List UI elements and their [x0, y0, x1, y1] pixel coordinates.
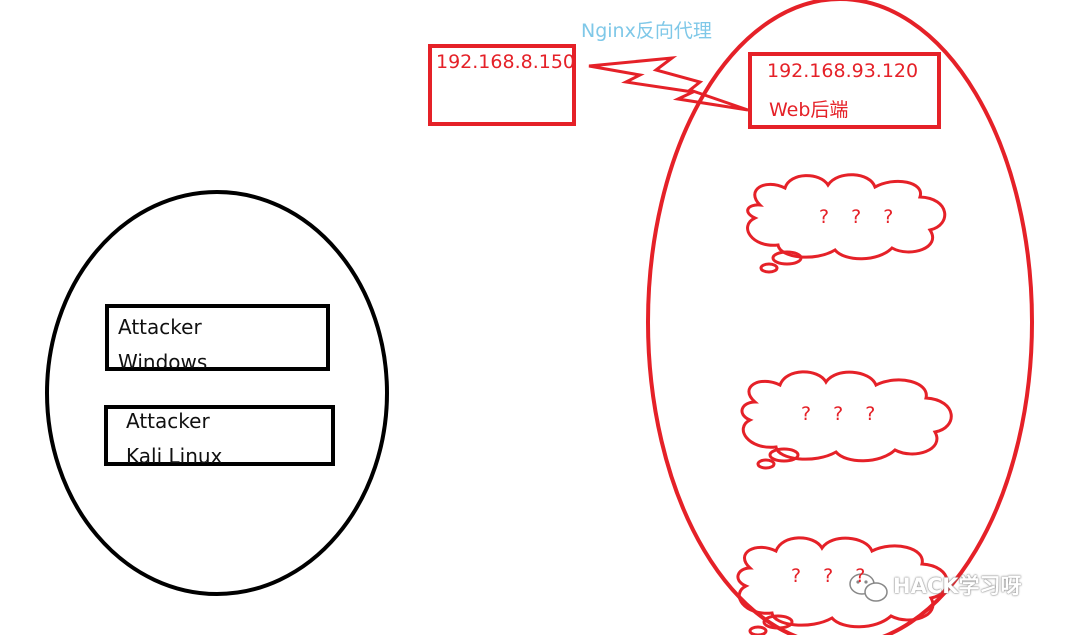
lightning-connector	[588, 55, 749, 112]
proxy-box	[428, 44, 576, 126]
proxy-caption: Nginx反向代理	[581, 20, 712, 42]
unknown-host-cloud-3	[736, 536, 949, 635]
backend-box	[748, 52, 941, 129]
unknown-host-cloud-2	[740, 370, 953, 470]
cloud-2-label: ? ? ?	[801, 403, 884, 425]
attacker-kali-line1: Attacker	[126, 409, 210, 433]
unknown-host-cloud-1	[746, 173, 947, 274]
proxy-ip: 192.168.8.150	[436, 51, 576, 73]
wechat-icon	[849, 573, 888, 602]
attacker-kali-box	[104, 405, 335, 466]
attacker-windows-box	[105, 304, 330, 371]
backend-ip: 192.168.93.120	[767, 60, 919, 82]
attacker-kali-line2: Kali Linux	[126, 444, 223, 463]
attacker-network-ellipse	[45, 190, 389, 596]
backend-label: Web后端	[769, 99, 849, 121]
internal-network-ellipse	[646, 0, 1034, 635]
cloud-1-label: ? ? ?	[819, 206, 902, 228]
attacker-windows-line2: Windows	[118, 350, 208, 368]
cloud-3-label: ? ? ?	[791, 565, 874, 587]
watermark-text: HACK学习呀	[893, 574, 1022, 598]
attacker-windows-line1: Attacker	[118, 315, 202, 339]
